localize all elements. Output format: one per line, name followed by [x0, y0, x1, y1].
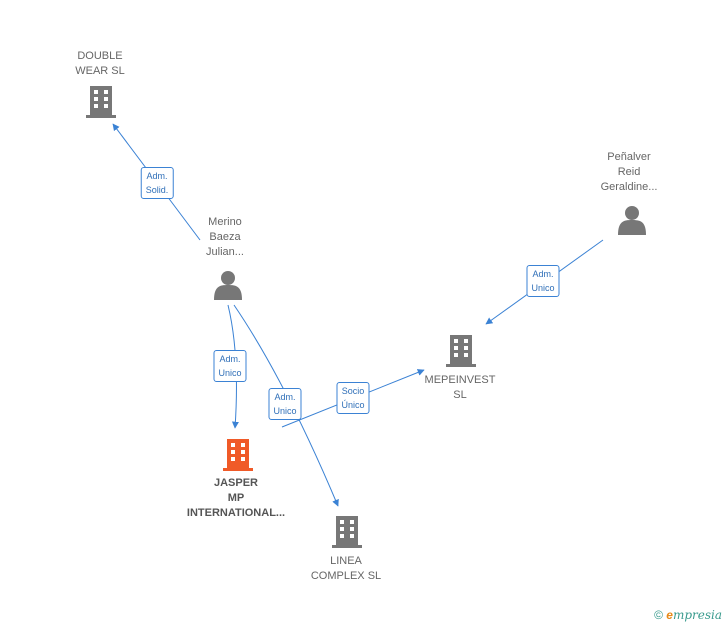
node-penalver-label[interactable]: Peñalver Reid Geraldine...: [600, 151, 658, 193]
copyright-symbol: ©: [654, 608, 663, 622]
edge-label-adm-solid: Adm. Solid.: [140, 167, 174, 199]
person-icon[interactable]: [214, 271, 242, 300]
building-icon[interactable]: [223, 439, 253, 471]
node-linea-label[interactable]: LINEA COMPLEX SL: [310, 555, 382, 582]
brand-e: e: [666, 608, 673, 622]
building-icon[interactable]: [446, 335, 476, 367]
edge-label-adm-unico-jasper: Adm. Unico: [213, 350, 247, 382]
edge-label-socio-unico: Socio Único: [336, 382, 370, 414]
person-icon[interactable]: [618, 206, 646, 235]
edge-label-adm-unico-linea: Adm. Unico: [268, 388, 302, 420]
building-icon[interactable]: [86, 86, 116, 118]
node-jasper-label[interactable]: JASPER MP INTERNATIONAL...: [186, 477, 286, 519]
brand-logo: © empresia: [654, 608, 722, 622]
building-icon[interactable]: [332, 516, 362, 548]
node-mepeinvest-label[interactable]: MEPEINVEST SL: [424, 374, 496, 401]
edge-label-adm-unico-mepe: Adm. Unico: [526, 265, 560, 297]
node-merino-label[interactable]: Merino Baeza Julian...: [206, 216, 244, 258]
node-double-wear-label[interactable]: DOUBLE WEAR SL: [75, 50, 125, 77]
brand-name: mpresia: [672, 608, 722, 622]
